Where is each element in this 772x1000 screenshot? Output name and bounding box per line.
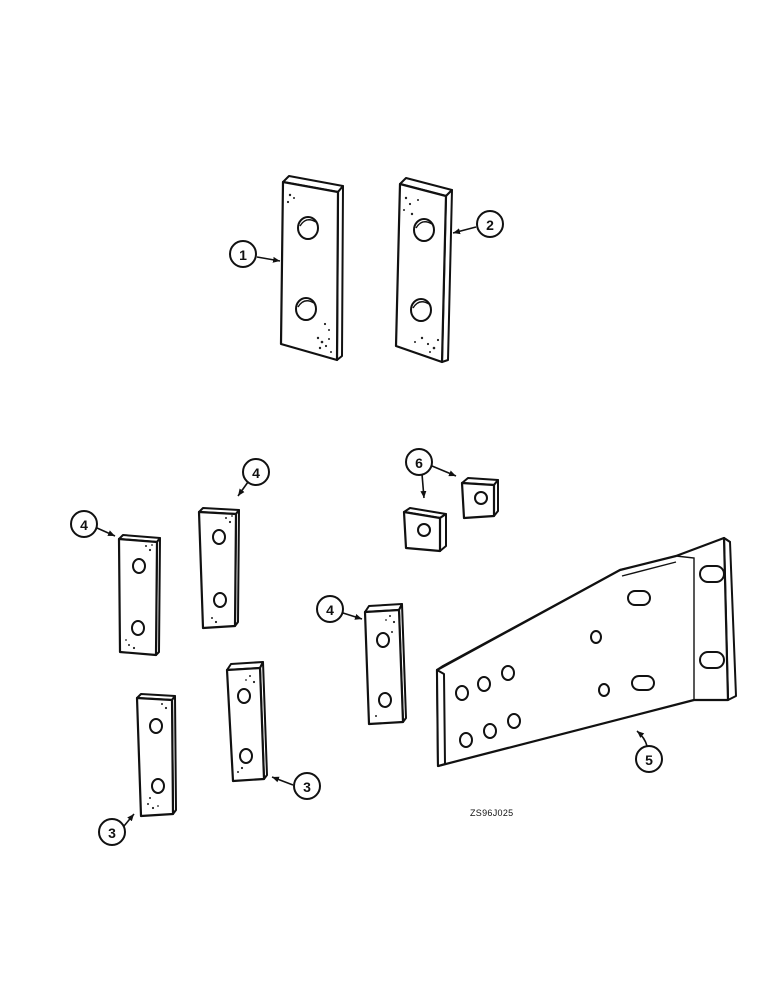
callout-6: 6 <box>405 448 457 499</box>
callout-1: 1 <box>229 240 281 268</box>
part-6-shim-right <box>460 477 499 520</box>
drawing-code: ZS96J025 <box>470 808 513 818</box>
callout-4-left: 4 <box>70 510 116 538</box>
callout-4-label-a: 4 <box>80 517 88 533</box>
callout-4-upper: 4 <box>237 458 270 497</box>
part-3-small-plate-left <box>135 693 177 818</box>
callout-4-label-b: 4 <box>252 465 260 481</box>
part-6-shim-left <box>402 507 447 553</box>
callout-5-label: 5 <box>645 752 653 768</box>
callout-2: 2 <box>452 210 504 238</box>
part-1-plate <box>279 175 344 362</box>
callout-3-lower-left: 3 <box>98 813 135 846</box>
callout-3-lower-right: 3 <box>271 772 321 800</box>
part-4-small-plate-middle <box>363 603 407 726</box>
part-4-small-plate-upper <box>197 507 240 630</box>
callout-4-middle: 4 <box>316 595 363 623</box>
callout-4-label-c: 4 <box>326 602 334 618</box>
part-4-small-plate-left <box>117 534 161 657</box>
callout-6-label: 6 <box>415 455 423 471</box>
callout-2-label: 2 <box>486 217 494 233</box>
callout-5: 5 <box>635 730 663 773</box>
part-5-bracket-plate <box>435 536 737 768</box>
part-3-small-plate-right <box>225 661 268 783</box>
callout-1-label: 1 <box>239 247 247 263</box>
callout-3-label-a: 3 <box>108 825 116 841</box>
callout-3-label-b: 3 <box>303 779 311 795</box>
part-2-plate <box>394 177 453 364</box>
